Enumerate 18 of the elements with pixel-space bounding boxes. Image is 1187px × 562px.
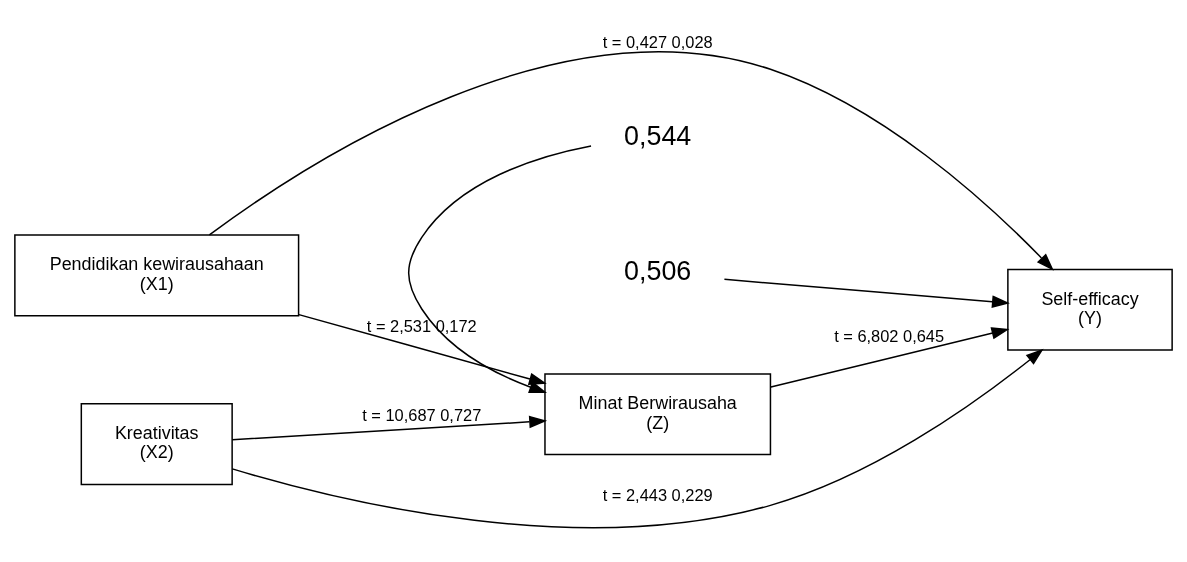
arrow <box>723 278 1010 308</box>
arrow <box>208 50 1054 271</box>
edge-label: t = 6,802 0,645 <box>834 326 945 345</box>
edge-label: t = 2,531 0,172 <box>366 316 477 335</box>
arrow <box>407 144 592 393</box>
node-text: 0,544 <box>624 120 692 151</box>
arrow <box>231 348 1044 528</box>
node-box: Pendidikan kewirausahaan (X1) <box>14 233 300 316</box>
node-text: 0,506 <box>624 255 692 286</box>
edge-label: t = 10,687 0,727 <box>362 405 482 424</box>
node-box: Minat Berwirausaha (Z) <box>544 372 772 455</box>
arrow <box>231 415 548 440</box>
arrow <box>770 326 1010 388</box>
node-box: Kreativitas (X2) <box>80 402 233 485</box>
node-box: Self-efficacy (Y) <box>1007 268 1173 351</box>
arrow <box>298 313 547 385</box>
edge-label: t = 2,443 0,229 <box>602 485 713 504</box>
edge-label: t = 0,427 0,028 <box>602 32 713 51</box>
